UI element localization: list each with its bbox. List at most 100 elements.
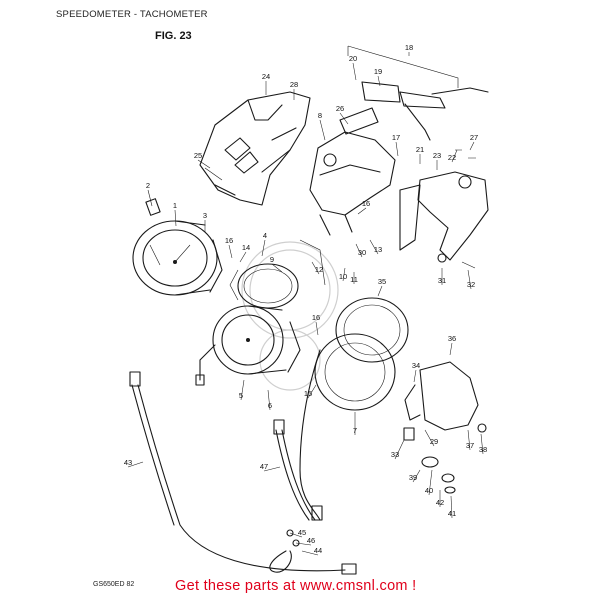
leader-lines — [127, 52, 484, 556]
speedometer-cable — [129, 371, 357, 575]
meter-cover-housing — [199, 91, 311, 206]
rear-cover — [403, 361, 479, 441]
callout-p47: 47 — [260, 462, 268, 471]
leader-p40 — [428, 469, 433, 496]
callout-p32: 32 — [467, 280, 475, 289]
leader-p4 — [261, 239, 266, 257]
callout-p38: 38 — [479, 445, 487, 454]
leader-p16a — [228, 244, 233, 259]
figure-code: GS650ED 82 — [93, 581, 135, 588]
callout-p37: 37 — [466, 441, 474, 450]
callout-p6: 6 — [268, 401, 272, 410]
leader-p27 — [469, 141, 475, 151]
leader-p5 — [240, 379, 245, 401]
callout-p44: 44 — [314, 546, 322, 555]
callout-p29: 29 — [430, 437, 438, 446]
leader-p8 — [319, 119, 326, 141]
callout-p27: 27 — [470, 133, 478, 142]
callout-p3: 3 — [203, 211, 207, 220]
tachometer-cable — [269, 419, 323, 573]
figure-label: FIG. 23 — [155, 30, 192, 42]
leader-p30 — [355, 243, 363, 258]
callout-p34: 34 — [412, 361, 420, 370]
callout-p1: 1 — [173, 201, 177, 210]
callout-p39: 39 — [409, 473, 417, 482]
callout-p21: 21 — [416, 145, 424, 154]
leader-p14 — [239, 251, 247, 263]
leader-p29 — [424, 429, 435, 447]
page-header: SPEEDOMETER - TACHOMETER — [56, 9, 208, 20]
callout-p33: 33 — [391, 450, 399, 459]
leader-p6 — [267, 389, 271, 411]
callout-p13: 13 — [374, 245, 382, 254]
leader-p33 — [394, 439, 405, 460]
callout-p23: 23 — [433, 151, 441, 160]
leader-p26 — [339, 112, 349, 125]
callout-p36: 36 — [448, 334, 456, 343]
callout-p12: 12 — [315, 265, 323, 274]
leader-p1 — [174, 209, 177, 227]
callout-p30: 30 — [358, 248, 366, 257]
leader-p35 — [377, 285, 383, 297]
callout-p5: 5 — [239, 391, 243, 400]
leader-p43 — [127, 461, 144, 468]
leader-p13 — [369, 239, 379, 255]
callout-p15: 15 — [304, 389, 312, 398]
right-bracket — [399, 149, 489, 269]
callout-p4: 4 — [263, 231, 267, 240]
callout-p16c: 16 — [362, 199, 370, 208]
leader-p34 — [413, 369, 417, 383]
callout-p26: 26 — [336, 104, 344, 113]
callout-p45: 45 — [298, 528, 306, 537]
callout-p25: 25 — [194, 151, 202, 160]
leader-p22 — [451, 149, 458, 163]
footer-link-text[interactable]: Get these parts at www.cmsnl.com ! — [175, 578, 417, 594]
callout-p46: 46 — [307, 536, 315, 545]
callout-p22: 22 — [448, 153, 456, 162]
callout-p18: 18 — [405, 43, 413, 52]
leader-p12 — [311, 261, 320, 275]
callout-p24: 24 — [262, 72, 270, 81]
callout-p2: 2 — [146, 181, 150, 190]
leader-p16b — [315, 321, 319, 336]
callout-p43: 43 — [124, 458, 132, 467]
leader-p41 — [450, 495, 453, 519]
callout-p7: 7 — [353, 426, 357, 435]
callout-p10: 10 — [339, 272, 347, 281]
leader-p17 — [395, 141, 399, 157]
callout-p16b: 16 — [312, 313, 320, 322]
leader-p36 — [449, 342, 453, 356]
callout-p8: 8 — [318, 111, 322, 120]
speedometer — [132, 198, 223, 296]
tachometer — [195, 305, 301, 386]
callout-p14: 14 — [242, 243, 250, 252]
indicator-lamp-assembly — [347, 45, 489, 141]
leader-p44 — [301, 550, 319, 556]
callout-p20: 20 — [349, 54, 357, 63]
callout-p16a: 16 — [225, 236, 233, 245]
leader-p20 — [352, 62, 357, 81]
leader-p38 — [480, 433, 484, 455]
leader-p10 — [342, 267, 346, 282]
leader-p16c — [357, 207, 367, 215]
callout-p28: 28 — [290, 80, 298, 89]
callout-p40: 40 — [425, 486, 433, 495]
callout-p35: 35 — [378, 277, 386, 286]
callout-p31: 31 — [438, 276, 446, 285]
leader-p37 — [467, 429, 471, 451]
leader-p39 — [412, 469, 421, 483]
leader-p25 — [197, 159, 211, 169]
leader-p2 — [147, 189, 153, 207]
bezel — [237, 263, 299, 309]
leader-p32 — [467, 269, 472, 290]
callout-p9: 9 — [270, 255, 274, 264]
leader-p46 — [295, 542, 312, 546]
meter-bracket — [309, 107, 396, 236]
callout-p11: 11 — [350, 275, 358, 284]
callout-p41: 41 — [448, 509, 456, 518]
watermark — [241, 241, 339, 391]
leader-p47 — [263, 466, 281, 472]
leader-p15 — [307, 384, 317, 399]
